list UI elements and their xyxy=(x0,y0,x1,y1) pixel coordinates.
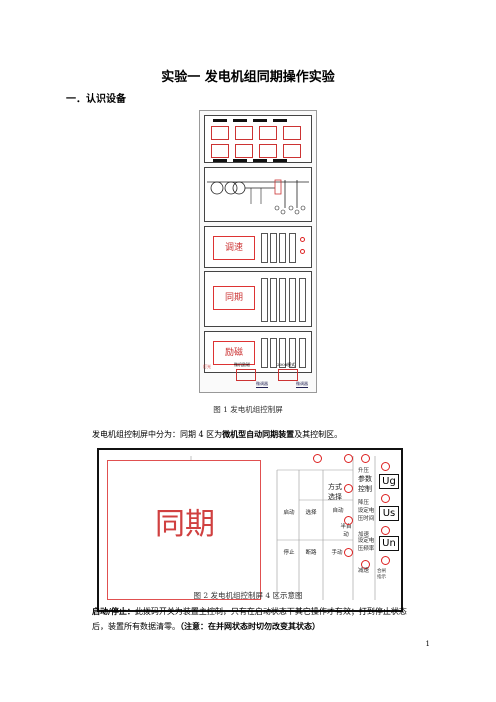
excitation-label: 励磁 xyxy=(213,341,255,365)
indicator-lamp xyxy=(361,454,370,463)
indicator-lamp xyxy=(344,484,353,493)
circuit-schematic xyxy=(207,179,309,215)
para2-note: （注意：在并网状态时切勿改变其状态） xyxy=(180,621,320,631)
indicator-lamp xyxy=(344,548,353,557)
bottom-right-box xyxy=(278,369,298,381)
set-voltage-time-label: 设定电 压时间 xyxy=(357,508,375,522)
mode-select-header: 方式 选择 xyxy=(328,483,342,501)
para1-suffix: 及其控制区。 xyxy=(294,430,343,439)
raise-voltage-label: 升压 xyxy=(358,468,370,474)
un-display: Un xyxy=(379,536,399,551)
sync-label: 同期 xyxy=(213,286,255,310)
speed-up-label: 加速 xyxy=(358,532,370,538)
paragraph-1-line: 发电机组控制屏中分为：同期 4 区为微机型自动同期装置及其控制区。 xyxy=(92,427,342,442)
indicator-lamp xyxy=(313,454,322,463)
speed-control-section: 调速 xyxy=(204,226,312,268)
side-label: 灯光 xyxy=(203,364,211,369)
ug-display: Ug xyxy=(379,474,399,489)
us-display: Us xyxy=(379,506,399,521)
stop-label: 停止 xyxy=(283,550,295,556)
start-label: 启动 xyxy=(283,510,295,516)
indicator-lamp xyxy=(361,560,370,569)
speed-label: 调速 xyxy=(213,236,255,260)
figure2-caption: 图 2 发电机组控制屏 4 区示意图 xyxy=(193,591,303,600)
para1-bold: 微机型自动同期装置 xyxy=(222,429,295,439)
slow-down-label: 减速 xyxy=(358,568,370,574)
sync-control-section: 同期 xyxy=(204,271,312,327)
diagram-lines xyxy=(190,456,376,600)
indicator-lamp xyxy=(381,494,390,503)
manual-label: 手动 xyxy=(331,550,343,556)
bottom-left-btn: 微调器 xyxy=(256,381,268,388)
para1-prefix: 发电机组控制屏中分为：同期 4 区为 xyxy=(92,430,223,439)
indicator-lamp xyxy=(381,556,390,565)
meter-row-2 xyxy=(211,144,301,158)
document-title: 实验一 发电机组同期操作实验 xyxy=(161,70,335,85)
control-panel-figure: 调速 同期 励磁 xyxy=(199,110,317,393)
param-control-header: 参数 控制 xyxy=(358,475,372,493)
meter-row-1 xyxy=(211,126,301,140)
indicator-lamp xyxy=(381,462,390,471)
semi-auto-label: 半自 动 xyxy=(340,524,352,538)
section-heading: 一．认识设备 xyxy=(66,94,126,105)
panel-bottom-area: 灯光 微机励磁 2008模式 微调器 微调器 xyxy=(200,360,316,392)
sync-display-box: 同期 xyxy=(107,460,261,600)
para2-bold: 启动/停止： xyxy=(92,606,135,616)
meter-section xyxy=(204,115,312,163)
bottom-left-label: 微机励磁 xyxy=(234,362,250,367)
sync-display-label: 同期 xyxy=(155,507,215,542)
sync-area-diagram: 同期 方式 选择 参数 控制 启动 选择 自动 半自 动 停止 断路 手动 设定… xyxy=(97,448,403,612)
lower-voltage-label: 降压 xyxy=(358,500,370,506)
bottom-right-btn: 微调器 xyxy=(296,381,308,388)
excitation-section: 励磁 xyxy=(204,331,312,373)
indicator-lamp xyxy=(344,516,353,525)
set-voltage-freq-label: 设定电 压频率 xyxy=(357,538,375,552)
direct-label: 断路 xyxy=(305,550,317,556)
bottom-left-box xyxy=(236,369,256,381)
right-button-column: 升压 降压 加速 减速 xyxy=(340,452,400,578)
select-label: 选择 xyxy=(305,510,317,516)
sync-ok-label: 合闸 指示 xyxy=(377,569,386,580)
bottom-right-label: 2008模式 xyxy=(277,362,296,367)
para2-text: 此拨码开关为装置主控制，只有在启动状态下其它操作才有效；打到停止状态后，装置所有… xyxy=(92,607,407,631)
figure1-caption: 图 1 发电机组控制屏 xyxy=(213,405,283,414)
auto-label: 自动 xyxy=(332,508,344,514)
indicator-lamp xyxy=(381,526,390,535)
indicator-lamp xyxy=(344,454,353,463)
page-number: 1 xyxy=(425,640,430,648)
schematic-section xyxy=(204,167,312,222)
paragraph-2: 启动/停止：此拨码开关为装置主控制，只有在启动状态下其它操作才有效；打到停止状态… xyxy=(92,604,414,634)
